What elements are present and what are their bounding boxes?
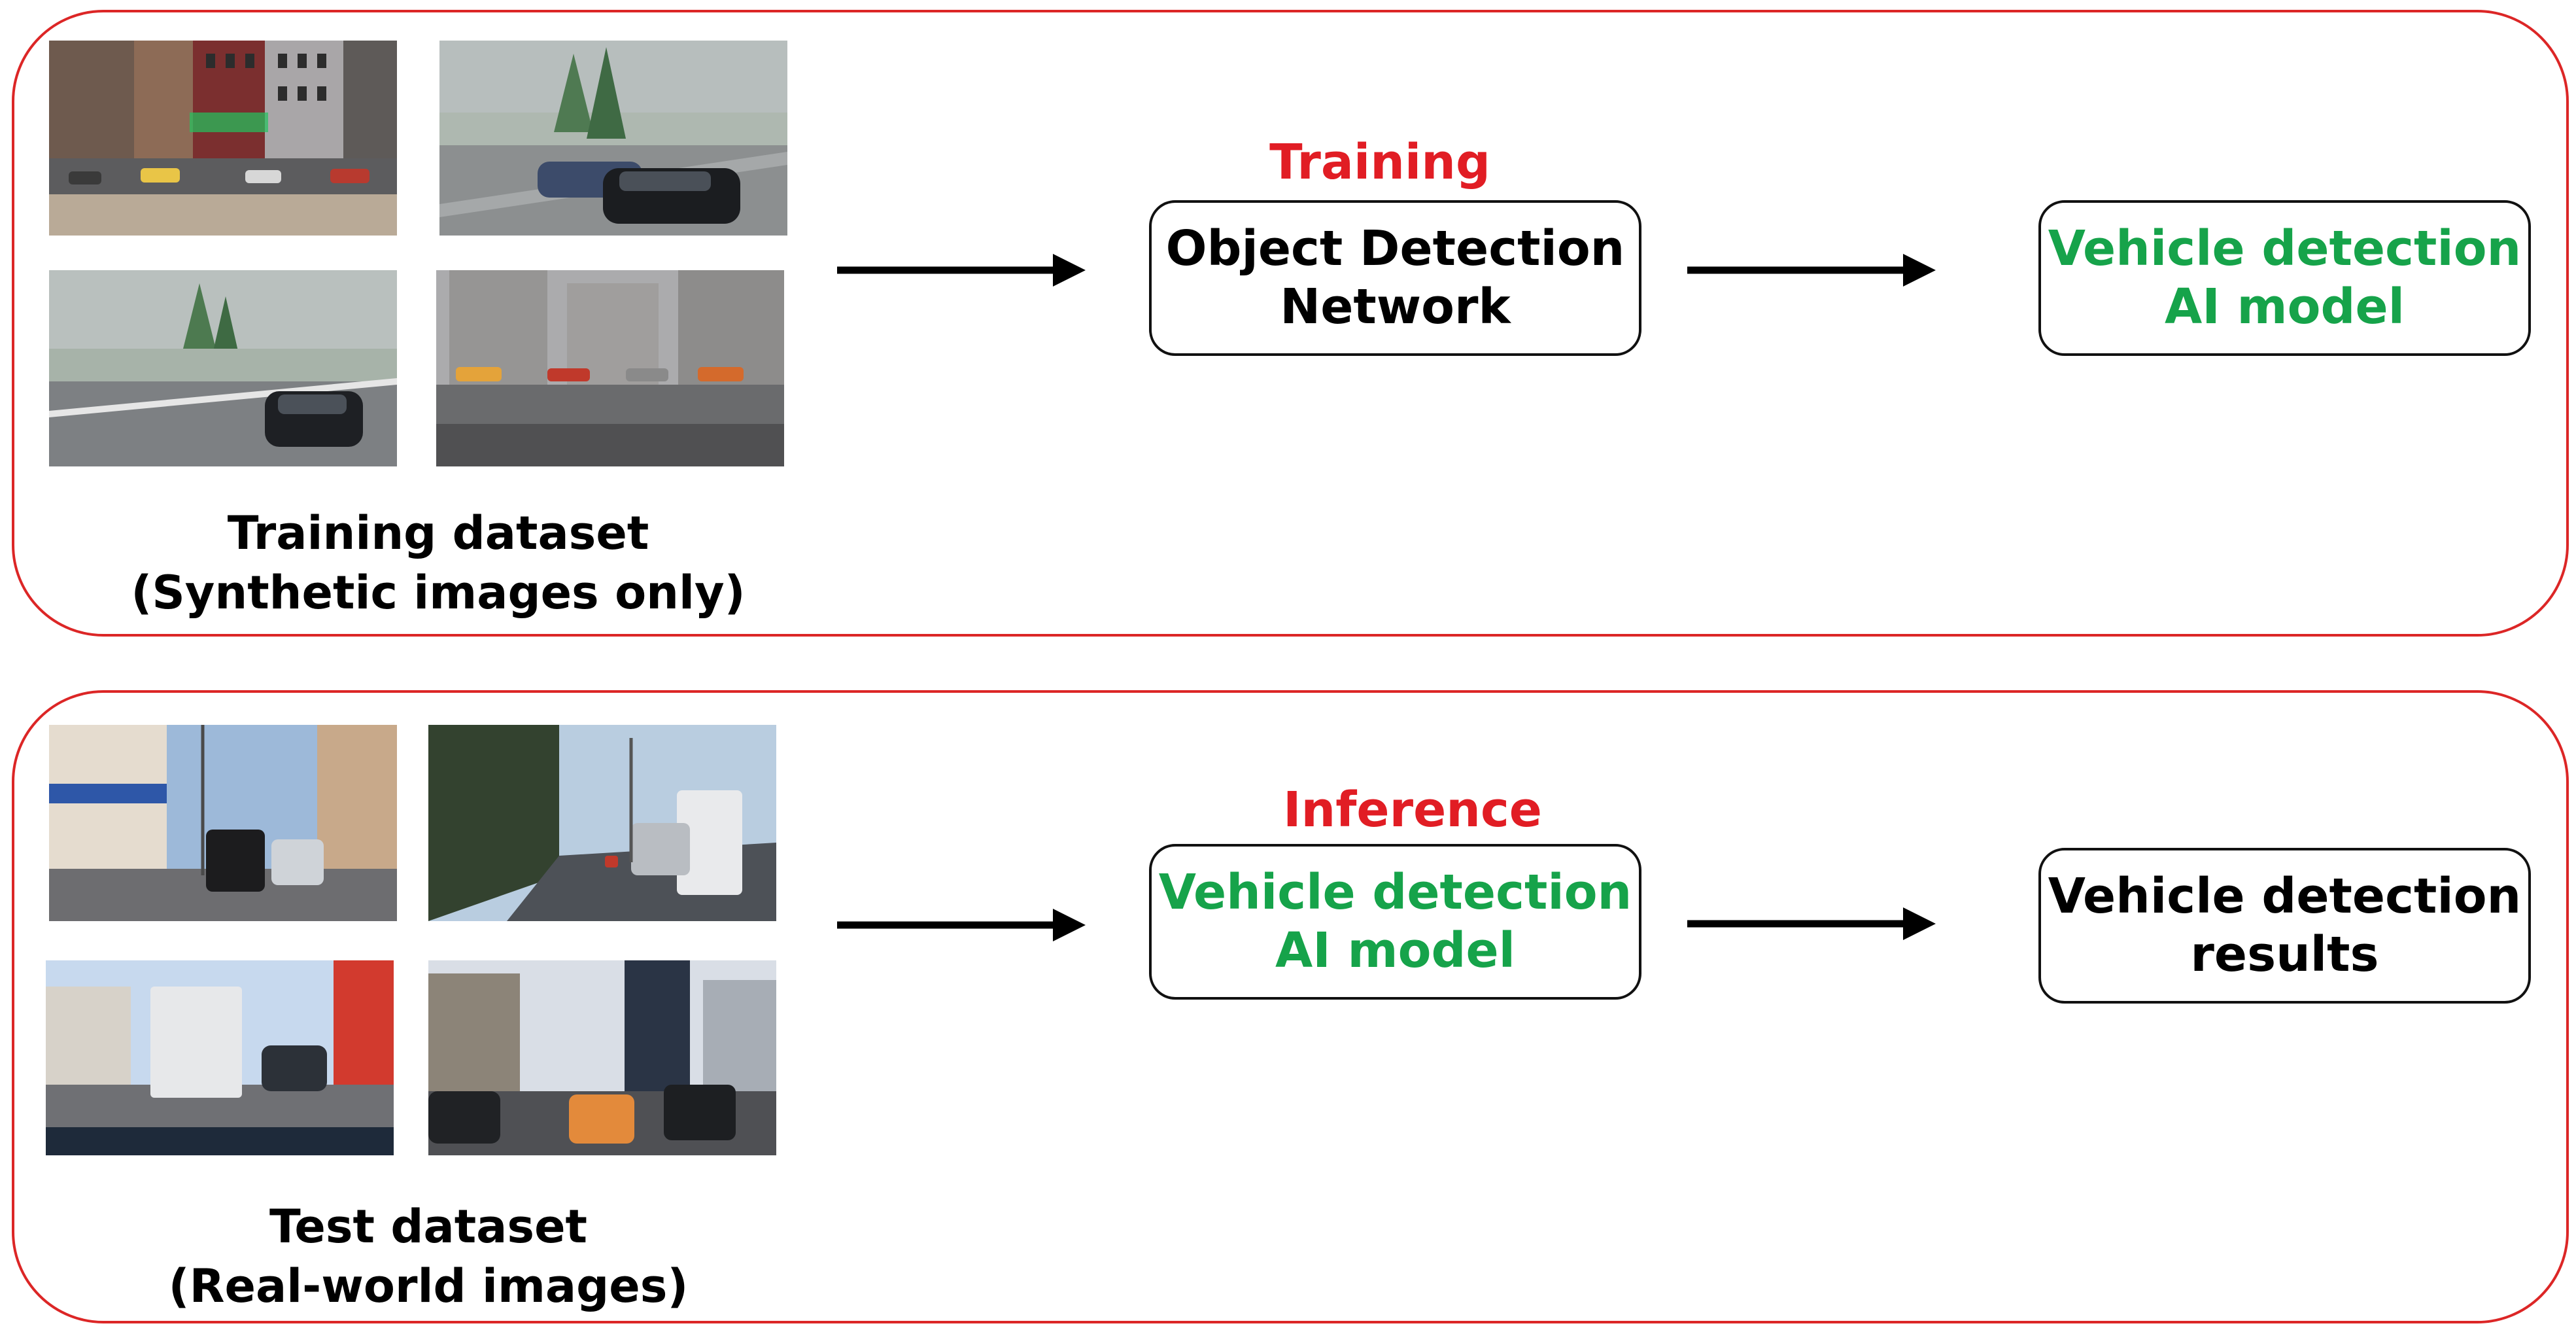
- arrow-testset-to-model: [837, 902, 1086, 948]
- arrow-network-to-model: [1687, 247, 1936, 293]
- inference-step-label: Inference: [1282, 782, 1542, 838]
- object-detection-network-box: Object Detection Network: [1149, 200, 1641, 356]
- network-box-line1: Object Detection: [1165, 220, 1625, 277]
- results-box-line1: Vehicle detection: [2048, 868, 2522, 925]
- vehicle-detection-ai-model-box: Vehicle detection AI model: [1149, 844, 1641, 1000]
- network-box-line2: Network: [1280, 279, 1511, 335]
- real-image-highway-truck: [428, 725, 776, 921]
- results-box-line2: results: [2190, 926, 2379, 983]
- real-image-downtown-taxi: [428, 960, 776, 1155]
- arrow-dataset-to-network: [837, 247, 1086, 293]
- training-dataset-subtitle: (Synthetic images only): [131, 566, 746, 620]
- training-dataset-caption: Training dataset (Synthetic images only): [36, 504, 840, 623]
- synthetic-image-foggy-highway: [439, 41, 787, 236]
- model-box-line2: AI model: [1275, 922, 1516, 979]
- arrow-model-to-results: [1687, 901, 1936, 947]
- output-box-line2: AI model: [2164, 279, 2405, 335]
- model-box-line1: Vehicle detection: [1158, 864, 1632, 921]
- inference-panel: [12, 690, 2569, 1323]
- training-panel: [12, 10, 2569, 637]
- synthetic-image-city-street: [49, 41, 397, 236]
- test-dataset-caption: Test dataset (Real-world images): [16, 1197, 840, 1316]
- real-image-urban-street: [49, 725, 397, 921]
- real-image-truck-road: [46, 960, 394, 1155]
- training-dataset-title: Training dataset: [227, 506, 649, 560]
- vehicle-detection-ai-model-output-box: Vehicle detection AI model: [2038, 200, 2531, 356]
- synthetic-image-foggy-city: [436, 270, 784, 466]
- test-dataset-subtitle: (Real-world images): [168, 1259, 689, 1313]
- vehicle-detection-results-box: Vehicle detection results: [2038, 848, 2531, 1004]
- training-step-label: Training: [1269, 134, 1490, 190]
- output-box-line1: Vehicle detection: [2048, 220, 2522, 277]
- synthetic-image-foggy-road: [49, 270, 397, 466]
- test-dataset-title: Test dataset: [269, 1200, 588, 1253]
